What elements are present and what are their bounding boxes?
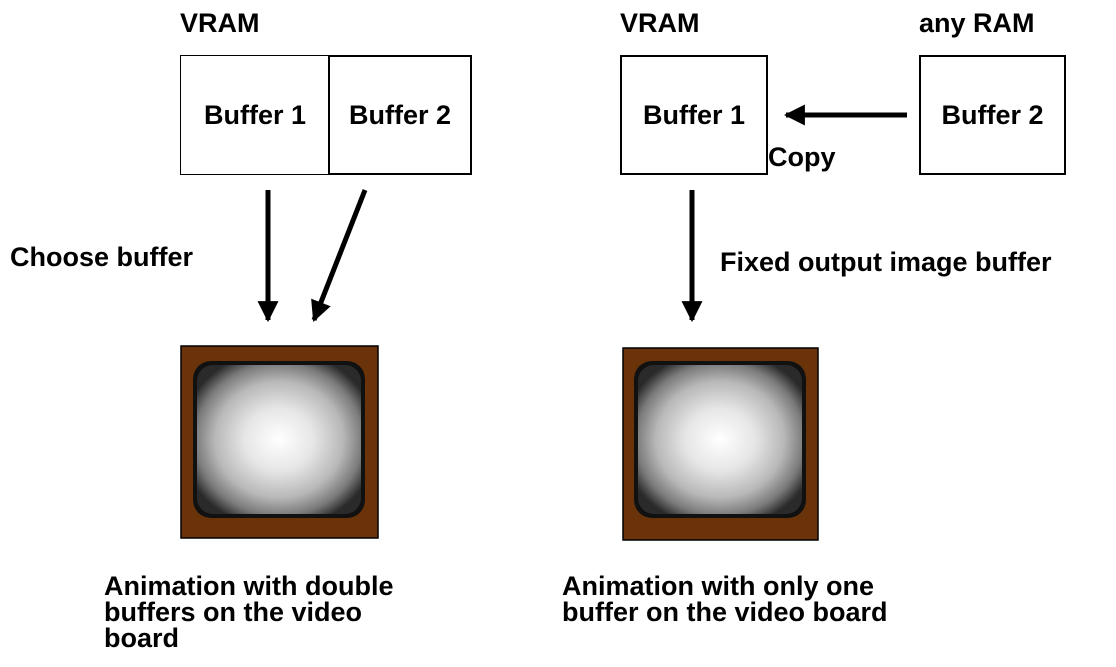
fixed-output-label: Fixed output image buffer: [720, 247, 1052, 277]
left-buffer-1: Buffer 1: [180, 55, 330, 175]
left-vram-label: VRAM: [180, 8, 260, 38]
left-buffer-2: Buffer 2: [328, 55, 472, 175]
left-monitor-icon: [180, 345, 379, 539]
right-vram-label: VRAM: [620, 8, 700, 38]
right-buffer-2: Buffer 2: [919, 55, 1066, 175]
left-caption: Animation with double buffers on the vid…: [104, 571, 394, 653]
copy-label: Copy: [768, 142, 836, 172]
any-ram-label: any RAM: [919, 8, 1035, 38]
right-monitor-icon: [622, 347, 819, 541]
choose-buffer-label: Choose buffer: [10, 242, 194, 272]
left-arrow-buffer2: [311, 189, 368, 322]
right-caption: Animation with only one buffer on the vi…: [562, 571, 888, 627]
right-buffer-1: Buffer 1: [620, 55, 768, 175]
